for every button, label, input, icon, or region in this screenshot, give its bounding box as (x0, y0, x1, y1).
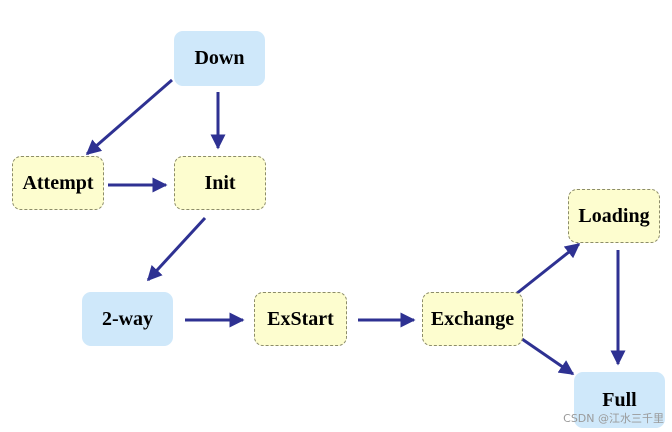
state-init: Init (174, 156, 266, 210)
state-exchange-label: Exchange (430, 307, 515, 330)
state-down: Down (174, 31, 265, 86)
state-full-label: Full (602, 388, 637, 411)
arrow-init-to-2way (146, 216, 207, 282)
state-2way: 2-way (82, 292, 173, 346)
arrow-exchange-to-full (521, 337, 575, 376)
watermark: CSDN @江水三千里 (563, 412, 664, 425)
state-attempt-label: Attempt (22, 171, 94, 194)
state-init-label: Init (204, 171, 236, 194)
state-2way-label: 2-way (101, 307, 154, 330)
state-loading-label: Loading (578, 204, 650, 227)
state-exchange: Exchange (422, 292, 523, 346)
state-exstart-label: ExStart (267, 307, 334, 330)
arrow-down-to-attempt (85, 78, 173, 156)
state-down-label: Down (194, 47, 245, 69)
state-loading: Loading (568, 189, 660, 243)
state-attempt: Attempt (12, 156, 104, 210)
arrow-exchange-to-loading (515, 242, 581, 296)
state-exstart: ExStart (254, 292, 347, 346)
state-full: Full (574, 372, 665, 428)
